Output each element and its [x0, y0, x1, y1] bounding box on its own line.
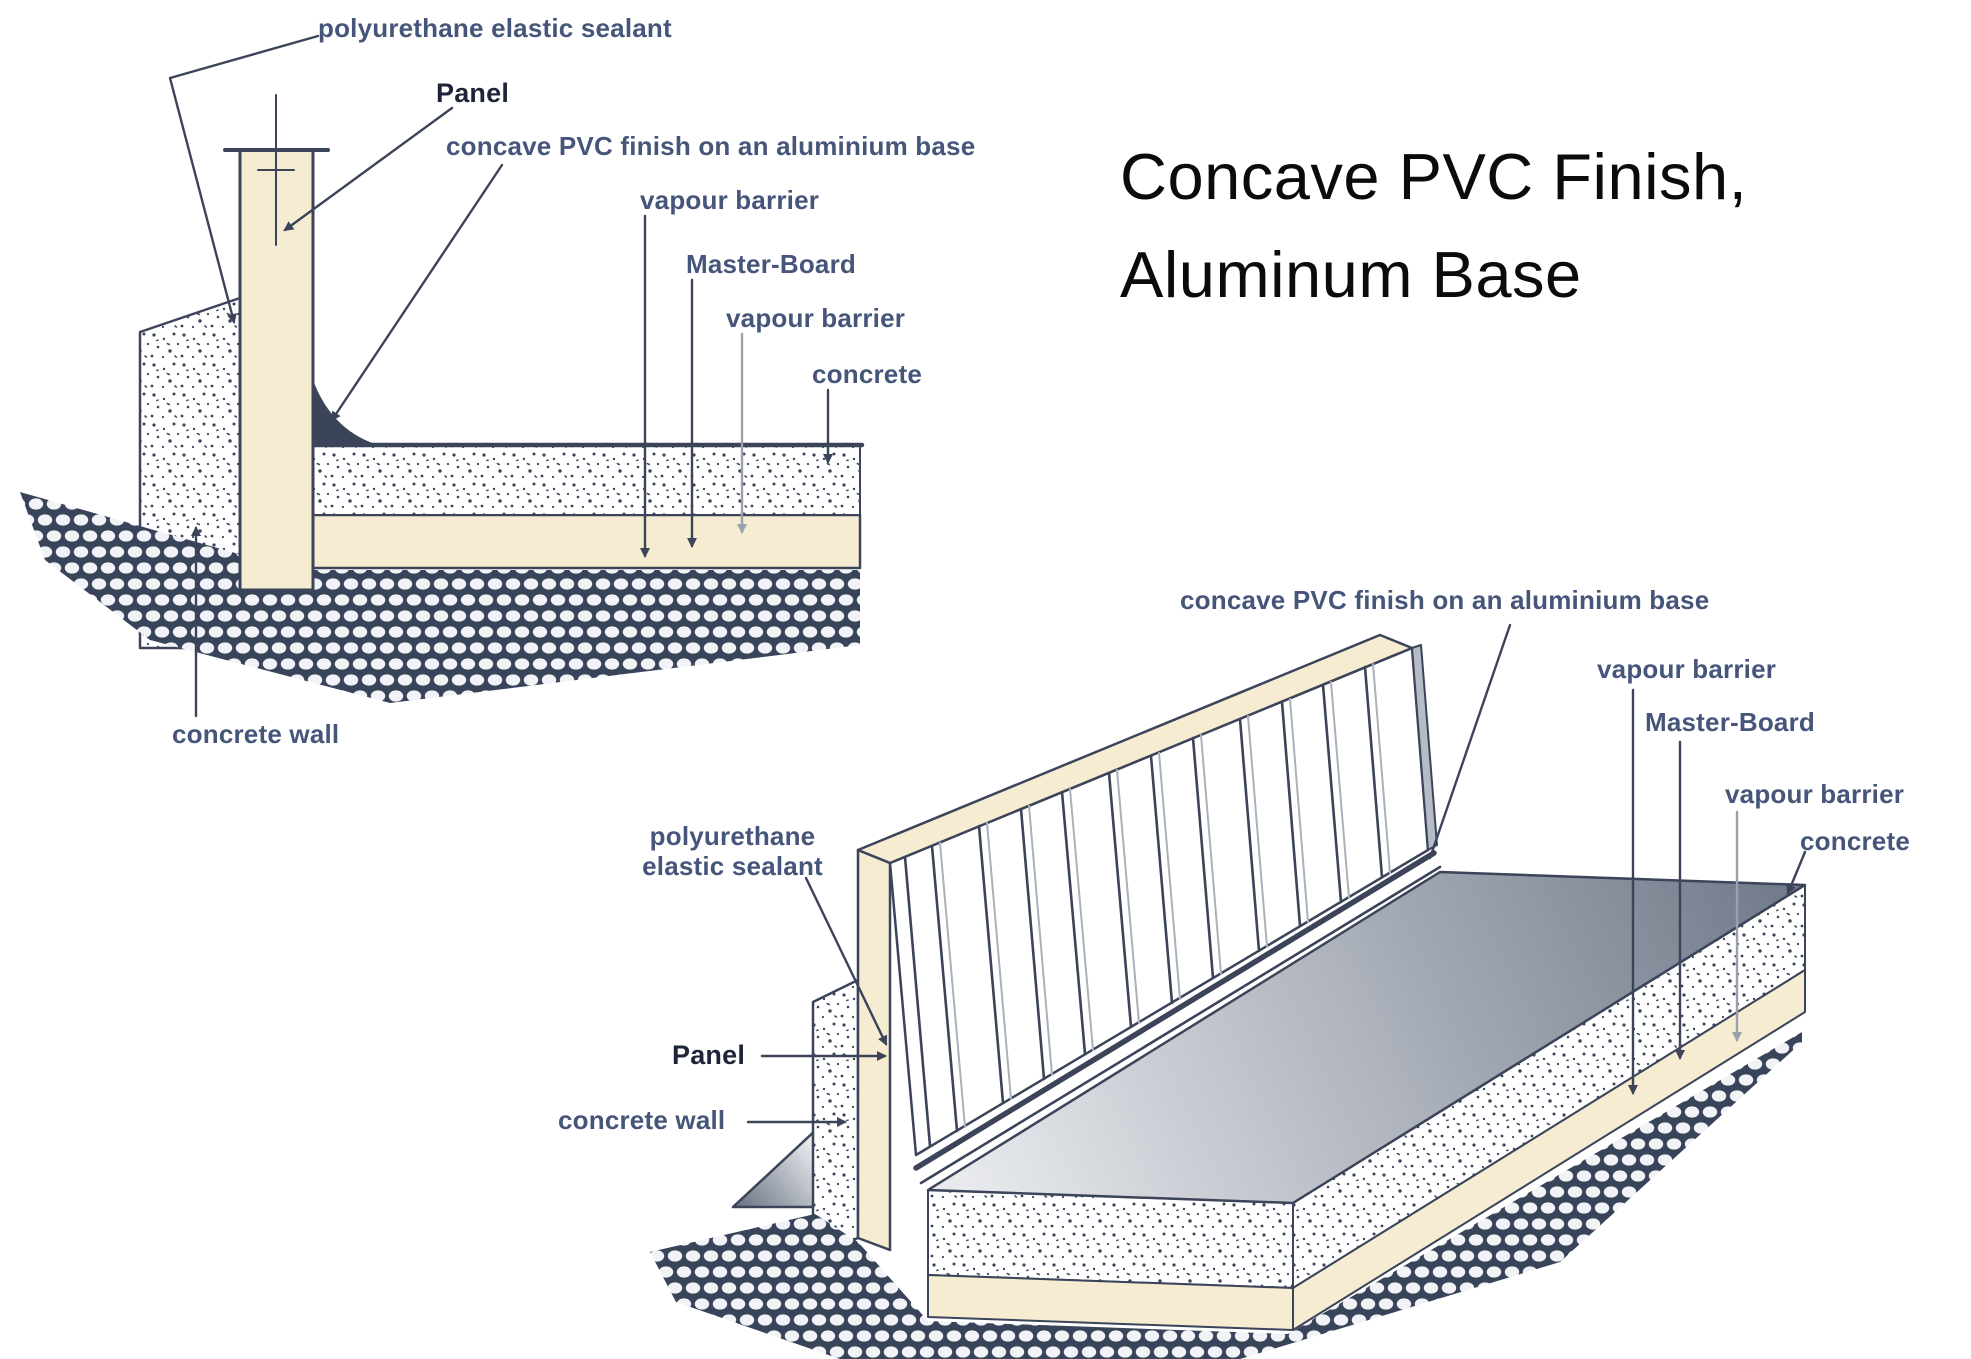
iso-front-right-board-band: [1292, 969, 1806, 1331]
section-label-vapour-barrier-bottom: vapour barrier: [726, 303, 906, 333]
leader-iso-pvc-finish: [1428, 623, 1512, 860]
section-concrete-slab-shape: [312, 444, 861, 516]
iso-front-left-concrete-band: [927, 1189, 1294, 1289]
leader-panel: [283, 106, 454, 232]
iso-label-sealant: polyurethane elastic sealant: [642, 821, 823, 881]
leader-pvc-finish: [330, 163, 504, 422]
section-leader-lines: [168, 34, 833, 718]
section-diagram: [20, 34, 865, 718]
iso-label-vapour-barrier-bottom: vapour barrier: [1725, 779, 1905, 809]
page-title: Concave PVC Finish, Aluminum Base: [1120, 128, 1880, 323]
iso-label-vapour-barrier-top: vapour barrier: [1597, 654, 1777, 684]
section-label-sealant: polyurethane elastic sealant: [318, 13, 672, 43]
iso-label-master-board: Master-Board: [1645, 707, 1815, 737]
iso-label-pvc-finish: concave PVC finish on an aluminium base: [1180, 585, 1710, 615]
section-label-vapour-barrier-top: vapour barrier: [640, 185, 820, 215]
page-title-line1: Concave PVC Finish,: [1120, 140, 1748, 213]
iso-pvc-cove-line-1: [913, 850, 1437, 1171]
iso-label-concrete: concrete: [1800, 826, 1910, 856]
section-label-concrete: concrete: [812, 359, 922, 389]
iso-panel-end-face-shape: [856, 848, 892, 1252]
iso-gravel-shape: [650, 1032, 1802, 1359]
iso-wall-rib-shading: [939, 663, 1391, 1128]
iso-leader-lines: [746, 623, 1807, 1127]
section-floor-board-shape: [293, 513, 862, 570]
section-label-panel: Panel: [436, 78, 510, 108]
iso-wall-ribs: [903, 665, 1384, 1148]
iso-wall-end-face-shape: [1411, 644, 1438, 851]
leader-iso-sealant: [804, 876, 888, 1046]
page-title-line2: Aluminum Base: [1120, 237, 1582, 311]
iso-label-concrete-wall: concrete wall: [558, 1105, 726, 1135]
section-label-concrete-wall: concrete wall: [172, 719, 340, 749]
iso-concrete-wall-shape: [811, 978, 860, 1258]
leader-iso-concrete: [1786, 850, 1807, 895]
section-pvc-cove-shape: [313, 380, 385, 447]
iso-ground-wedge-shape: [731, 1126, 820, 1209]
iso-label-panel: Panel: [672, 1040, 746, 1070]
iso-pvc-cove-line-2: [919, 865, 1442, 1185]
iso-diagram: [650, 623, 1807, 1359]
section-gravel-shape: [20, 492, 860, 703]
iso-floor-top-shape: [926, 870, 1807, 1205]
section-label-pvc-finish: concave PVC finish on an aluminium base: [446, 131, 976, 161]
leader-sealant: [168, 34, 320, 324]
section-label-master-board: Master-Board: [686, 249, 856, 279]
